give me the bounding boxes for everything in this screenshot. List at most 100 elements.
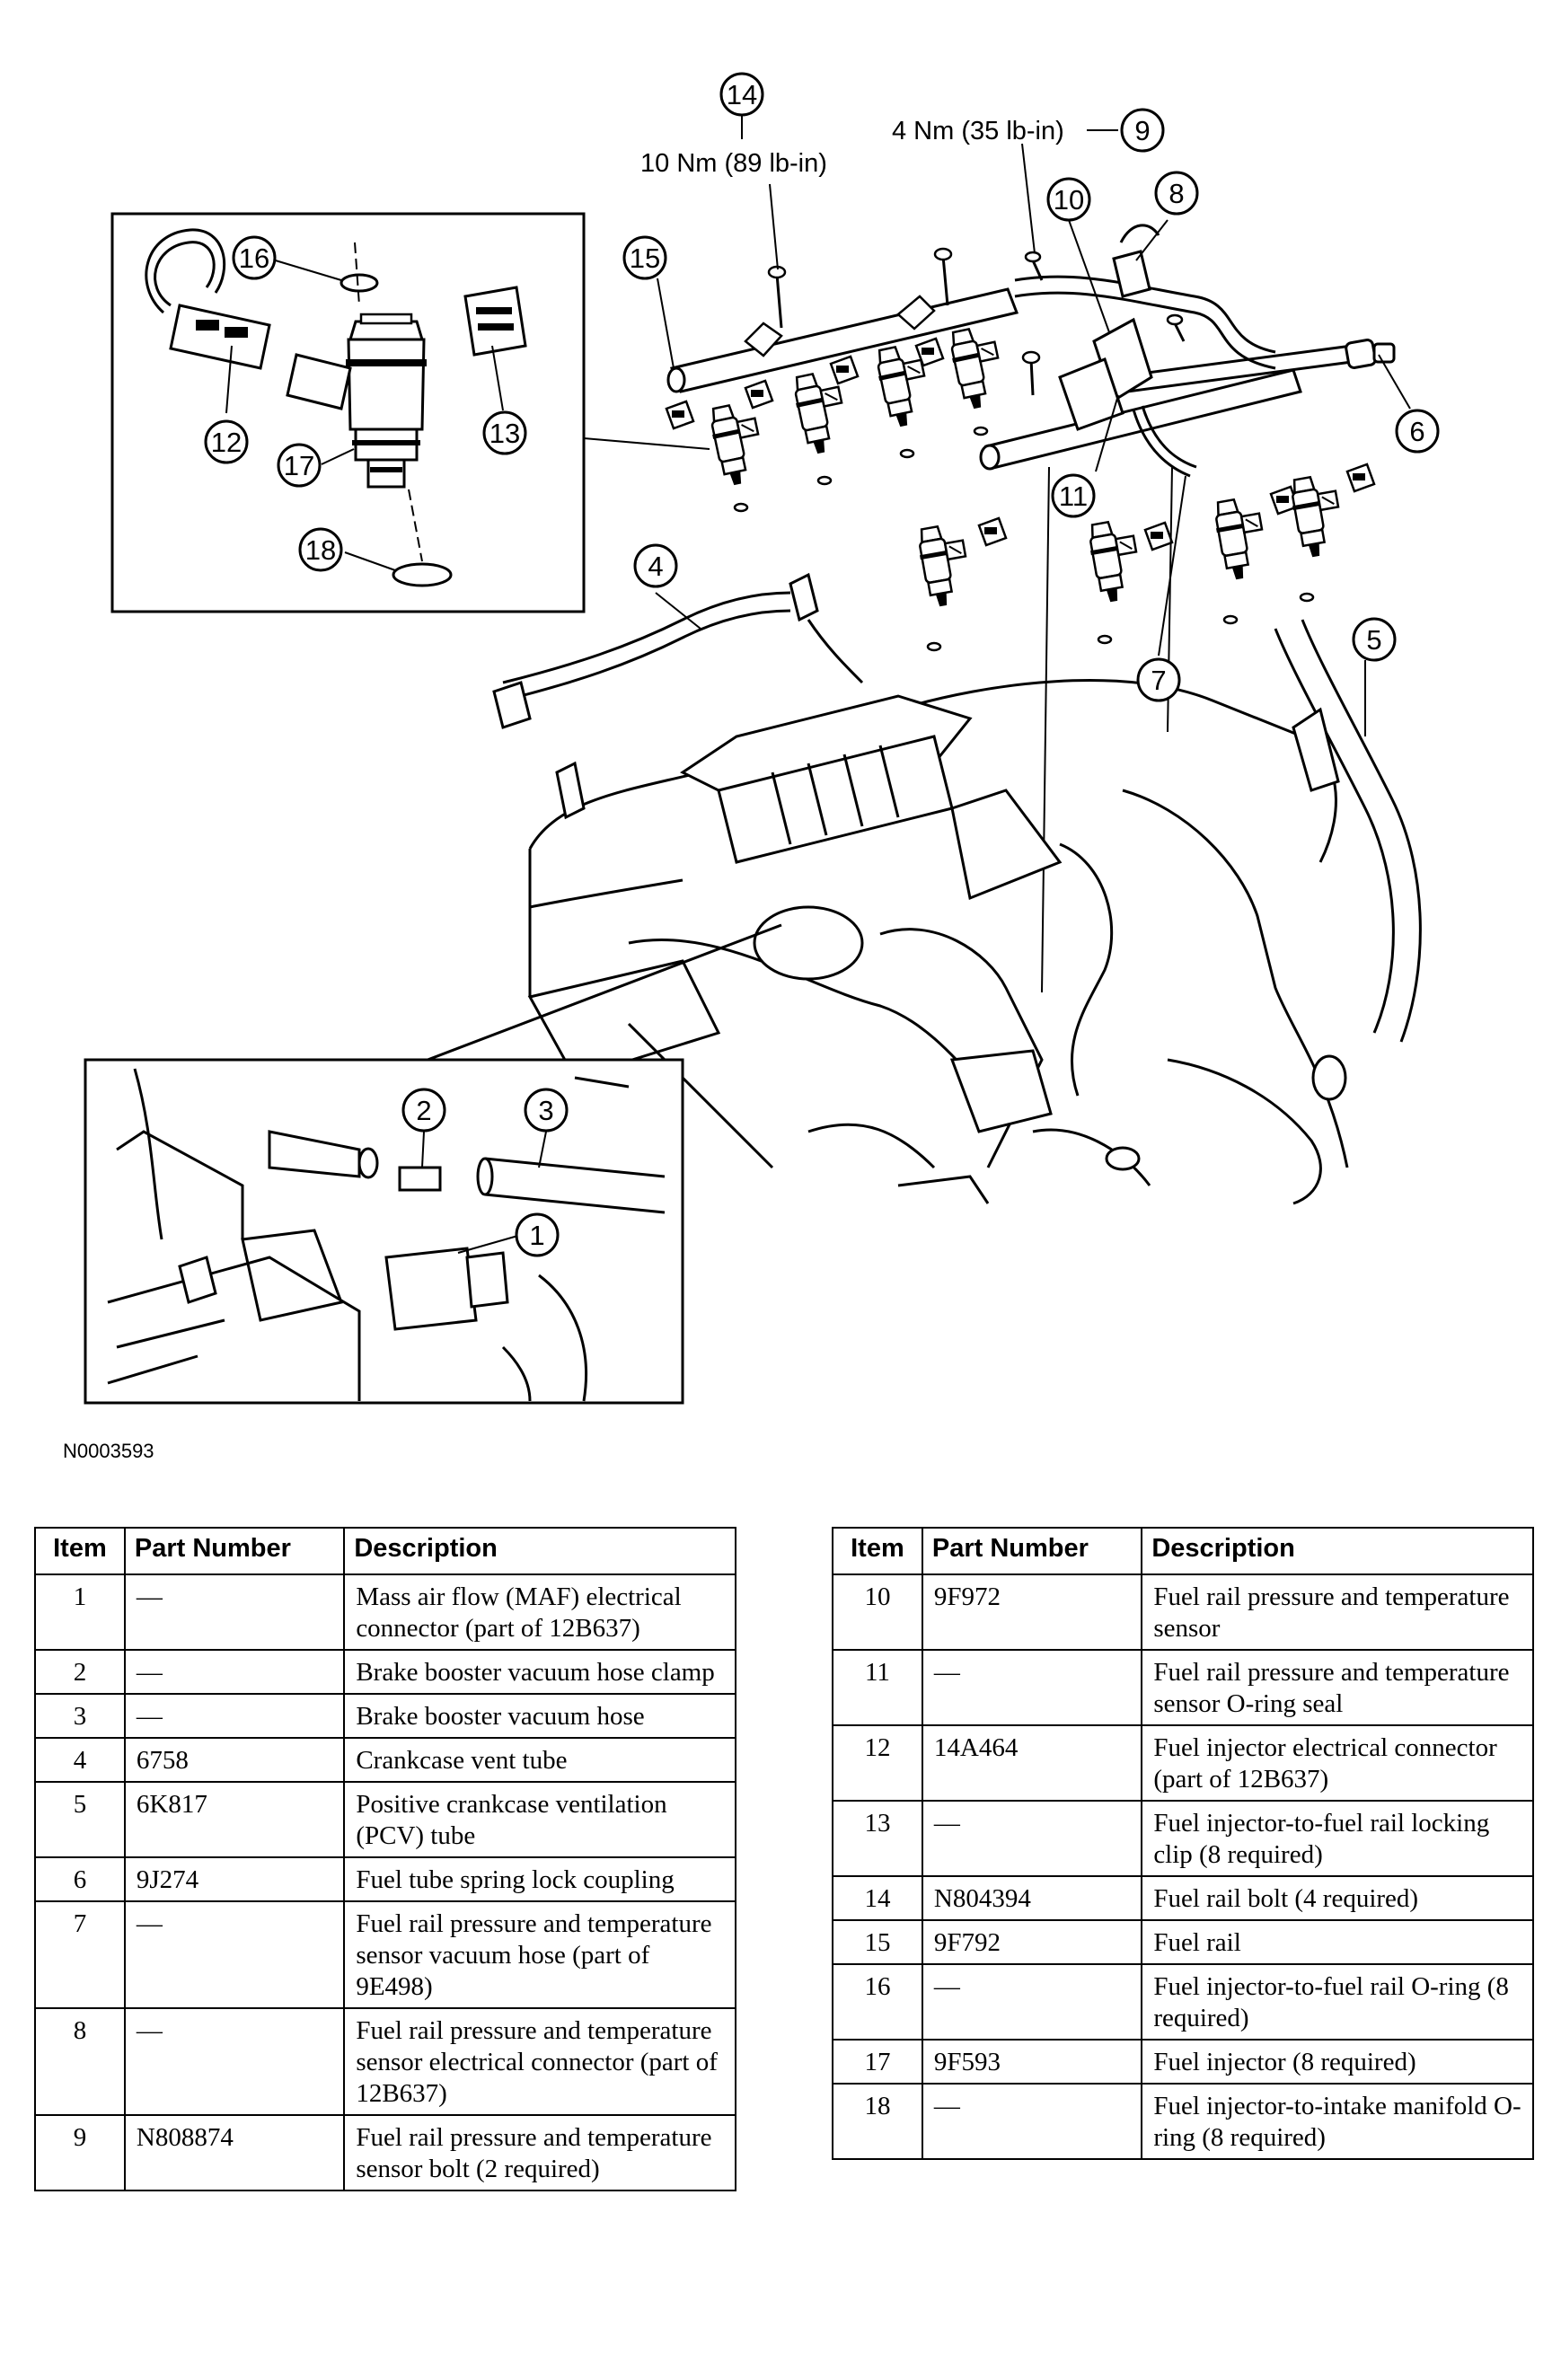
engine-illustration bbox=[403, 572, 1422, 1205]
svg-text:15: 15 bbox=[630, 242, 660, 274]
description-cell: Fuel injector-to-fuel rail locking clip … bbox=[1141, 1800, 1534, 1877]
item-cell: 3 bbox=[34, 1693, 126, 1739]
description-cell: Fuel injector-to-intake manifold O-ring … bbox=[1141, 2083, 1534, 2160]
maf-detail-inset bbox=[84, 1058, 684, 1405]
item-cell: 4 bbox=[34, 1737, 126, 1783]
table-row: 2—Brake booster vacuum hose clamp bbox=[34, 1649, 736, 1695]
exploded-view-diagram: 10 Nm (89 lb-in) 4 Nm (35 lb-in) 14 9 10 bbox=[84, 72, 1440, 1405]
callout-16: 16 bbox=[232, 235, 277, 280]
part-number-cell: 9J274 bbox=[123, 1856, 346, 1902]
table-row: 3—Brake booster vacuum hose bbox=[34, 1693, 736, 1739]
part-number-cell: — bbox=[921, 1963, 1143, 2041]
table-row: 16—Fuel injector-to-fuel rail O-ring (8 … bbox=[832, 1963, 1534, 2041]
callout-11: 11 bbox=[1051, 473, 1096, 518]
description-cell: Fuel rail pressure and temperature senso… bbox=[343, 2007, 736, 2116]
parts-table-left: Item Part Number Description 1—Mass air … bbox=[34, 1527, 736, 2191]
callout-1: 1 bbox=[515, 1212, 560, 1257]
column-header-part-number: Part Number bbox=[921, 1527, 1143, 1575]
svg-text:17: 17 bbox=[284, 450, 314, 481]
torque-spec-9: 4 Nm (35 lb-in) bbox=[892, 117, 1064, 145]
injector-detail-inset bbox=[110, 212, 710, 613]
column-header-description: Description bbox=[1141, 1527, 1534, 1575]
table-row: 7—Fuel rail pressure and temperature sen… bbox=[34, 1900, 736, 2009]
item-cell: 1 bbox=[34, 1573, 126, 1651]
item-cell: 2 bbox=[34, 1649, 126, 1695]
svg-text:13: 13 bbox=[489, 418, 520, 449]
callout-8: 8 bbox=[1154, 171, 1199, 216]
description-cell: Brake booster vacuum hose bbox=[343, 1693, 736, 1739]
callout-4: 4 bbox=[633, 543, 678, 588]
description-cell: Crankcase vent tube bbox=[343, 1737, 736, 1783]
part-number-cell: — bbox=[123, 1693, 346, 1739]
svg-text:5: 5 bbox=[1366, 624, 1381, 656]
callout-17: 17 bbox=[277, 443, 322, 488]
part-number-cell: 6758 bbox=[123, 1737, 346, 1783]
item-cell: 18 bbox=[832, 2083, 923, 2160]
svg-text:16: 16 bbox=[239, 242, 269, 274]
part-number-cell: N804394 bbox=[921, 1875, 1143, 1921]
svg-text:10: 10 bbox=[1054, 184, 1084, 216]
svg-text:8: 8 bbox=[1169, 178, 1184, 209]
description-cell: Fuel injector (8 required) bbox=[1141, 2039, 1534, 2085]
table-row: 18—Fuel injector-to-intake manifold O-ri… bbox=[832, 2083, 1534, 2160]
part-number-cell: — bbox=[123, 1900, 346, 2009]
svg-text:6: 6 bbox=[1409, 416, 1424, 447]
svg-text:4: 4 bbox=[648, 551, 663, 582]
item-cell: 12 bbox=[832, 1724, 923, 1802]
item-cell: 17 bbox=[832, 2039, 923, 2085]
callout-7: 7 bbox=[1136, 657, 1181, 702]
callout-10: 10 bbox=[1046, 177, 1091, 222]
description-cell: Fuel rail bbox=[1141, 1919, 1534, 1965]
item-cell: 16 bbox=[832, 1963, 923, 2041]
part-number-cell: — bbox=[123, 1573, 346, 1651]
column-header-item: Item bbox=[34, 1527, 126, 1575]
description-cell: Brake booster vacuum hose clamp bbox=[343, 1649, 736, 1695]
item-cell: 7 bbox=[34, 1900, 126, 2009]
callout-2: 2 bbox=[401, 1088, 446, 1133]
figure-id: N0003593 bbox=[63, 1440, 154, 1462]
description-cell: Fuel rail pressure and temperature senso… bbox=[343, 2114, 736, 2191]
item-cell: 10 bbox=[832, 1573, 923, 1651]
part-number-cell: 9F972 bbox=[921, 1573, 1143, 1651]
part-number-cell: — bbox=[921, 2083, 1143, 2160]
table-row: 13—Fuel injector-to-fuel rail locking cl… bbox=[832, 1800, 1534, 1877]
item-cell: 9 bbox=[34, 2114, 126, 2191]
item-cell: 5 bbox=[34, 1781, 126, 1858]
description-cell: Fuel injector electrical connector (part… bbox=[1141, 1724, 1534, 1802]
column-header-item: Item bbox=[832, 1527, 923, 1575]
part-number-cell: 14A464 bbox=[921, 1724, 1143, 1802]
table-row: 8—Fuel rail pressure and temperature sen… bbox=[34, 2007, 736, 2116]
callout-6: 6 bbox=[1395, 409, 1440, 454]
svg-text:12: 12 bbox=[211, 427, 242, 458]
table-row: 11—Fuel rail pressure and temperature se… bbox=[832, 1649, 1534, 1726]
part-number-cell: — bbox=[921, 1800, 1143, 1877]
part-number-cell: N808874 bbox=[123, 2114, 346, 2191]
table-header-row: Item Part Number Description bbox=[34, 1527, 736, 1575]
svg-text:14: 14 bbox=[727, 79, 757, 110]
description-cell: Fuel tube spring lock coupling bbox=[343, 1856, 736, 1902]
part-number-cell: 9F593 bbox=[921, 2039, 1143, 2085]
part-number-cell: 9F792 bbox=[921, 1919, 1143, 1965]
callout-13: 13 bbox=[482, 410, 527, 455]
callout-leaders bbox=[225, 115, 1411, 1254]
svg-text:11: 11 bbox=[1059, 480, 1088, 512]
svg-text:1: 1 bbox=[529, 1220, 544, 1251]
part-number-cell: — bbox=[123, 1649, 346, 1695]
column-header-description: Description bbox=[343, 1527, 736, 1575]
description-cell: Fuel rail pressure and temperature senso… bbox=[1141, 1649, 1534, 1726]
callout-14: 14 bbox=[719, 72, 764, 117]
callout-9: 9 bbox=[1120, 108, 1165, 153]
table-header-row: Item Part Number Description bbox=[832, 1527, 1534, 1575]
callout-15: 15 bbox=[622, 235, 667, 280]
svg-text:9: 9 bbox=[1134, 115, 1150, 146]
item-cell: 6 bbox=[34, 1856, 126, 1902]
svg-text:7: 7 bbox=[1151, 665, 1166, 696]
